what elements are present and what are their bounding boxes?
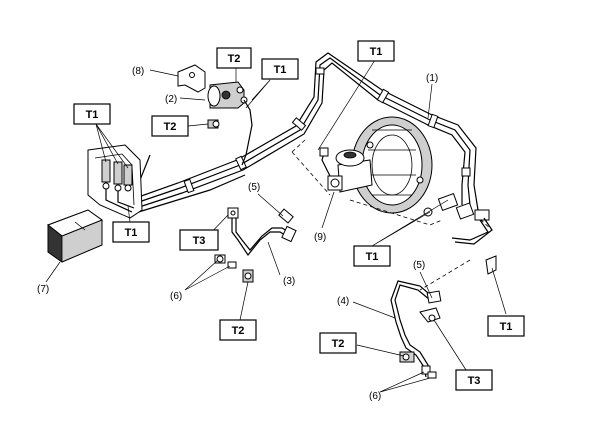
right-fittings xyxy=(419,192,497,291)
torque-t1-upper-right: T1 xyxy=(357,40,395,62)
part-label-2: (2) xyxy=(165,94,177,105)
svg-text:T3: T3 xyxy=(193,235,206,247)
svg-text:T1: T1 xyxy=(86,109,99,121)
part-label-6-lower: (6) xyxy=(369,391,381,402)
valve-bracket-assembly xyxy=(177,64,253,166)
torque-t1-abs: T1 xyxy=(112,221,150,243)
svg-text:T3: T3 xyxy=(468,375,481,387)
svg-text:T1: T1 xyxy=(274,64,287,76)
master-cylinder xyxy=(319,147,373,193)
svg-text:T2: T2 xyxy=(228,53,241,65)
hydraulic-unit xyxy=(46,209,104,263)
torque-t1-mid-right: T1 xyxy=(353,245,391,267)
torque-t1-top: T1 xyxy=(261,58,299,80)
part-label-1: (1) xyxy=(426,73,438,84)
booster-dash-outline xyxy=(291,139,493,231)
front-brake-hose xyxy=(214,207,297,283)
svg-text:T1: T1 xyxy=(366,251,379,263)
torque-t1-lower-right: T1 xyxy=(487,315,525,337)
brake-booster xyxy=(351,116,433,214)
torque-t2-top: T2 xyxy=(216,47,252,69)
part-label-3: (3) xyxy=(283,276,295,287)
part-label-6-mid: (6) xyxy=(170,291,182,302)
svg-text:T1: T1 xyxy=(370,46,383,58)
svg-text:T1: T1 xyxy=(500,321,513,333)
torque-t3-lower: T3 xyxy=(455,369,493,391)
part-label-5-mid: (5) xyxy=(248,182,260,193)
svg-text:T1: T1 xyxy=(125,227,138,239)
torque-t3-mid: T3 xyxy=(179,229,219,251)
leader-lines xyxy=(45,59,507,393)
torque-t2-mid: T2 xyxy=(219,319,257,341)
svg-text:T2: T2 xyxy=(332,338,345,350)
part-label-5-lower: (5) xyxy=(413,260,425,271)
part-label-4: (4) xyxy=(337,296,349,307)
torque-t2-lower: T2 xyxy=(319,332,357,354)
torque-t1-left: T1 xyxy=(73,103,111,125)
part-label-8: (8) xyxy=(132,66,144,77)
svg-text:T2: T2 xyxy=(232,325,245,337)
part-label-7: (7) xyxy=(37,284,49,295)
svg-text:T2: T2 xyxy=(164,121,177,133)
rear-brake-hose xyxy=(390,280,442,379)
part-label-9: (9) xyxy=(314,232,326,243)
abs-bracket-assembly xyxy=(87,144,143,219)
brake-pipe-bundle xyxy=(129,52,479,211)
torque-t2-left: T2 xyxy=(151,115,189,137)
